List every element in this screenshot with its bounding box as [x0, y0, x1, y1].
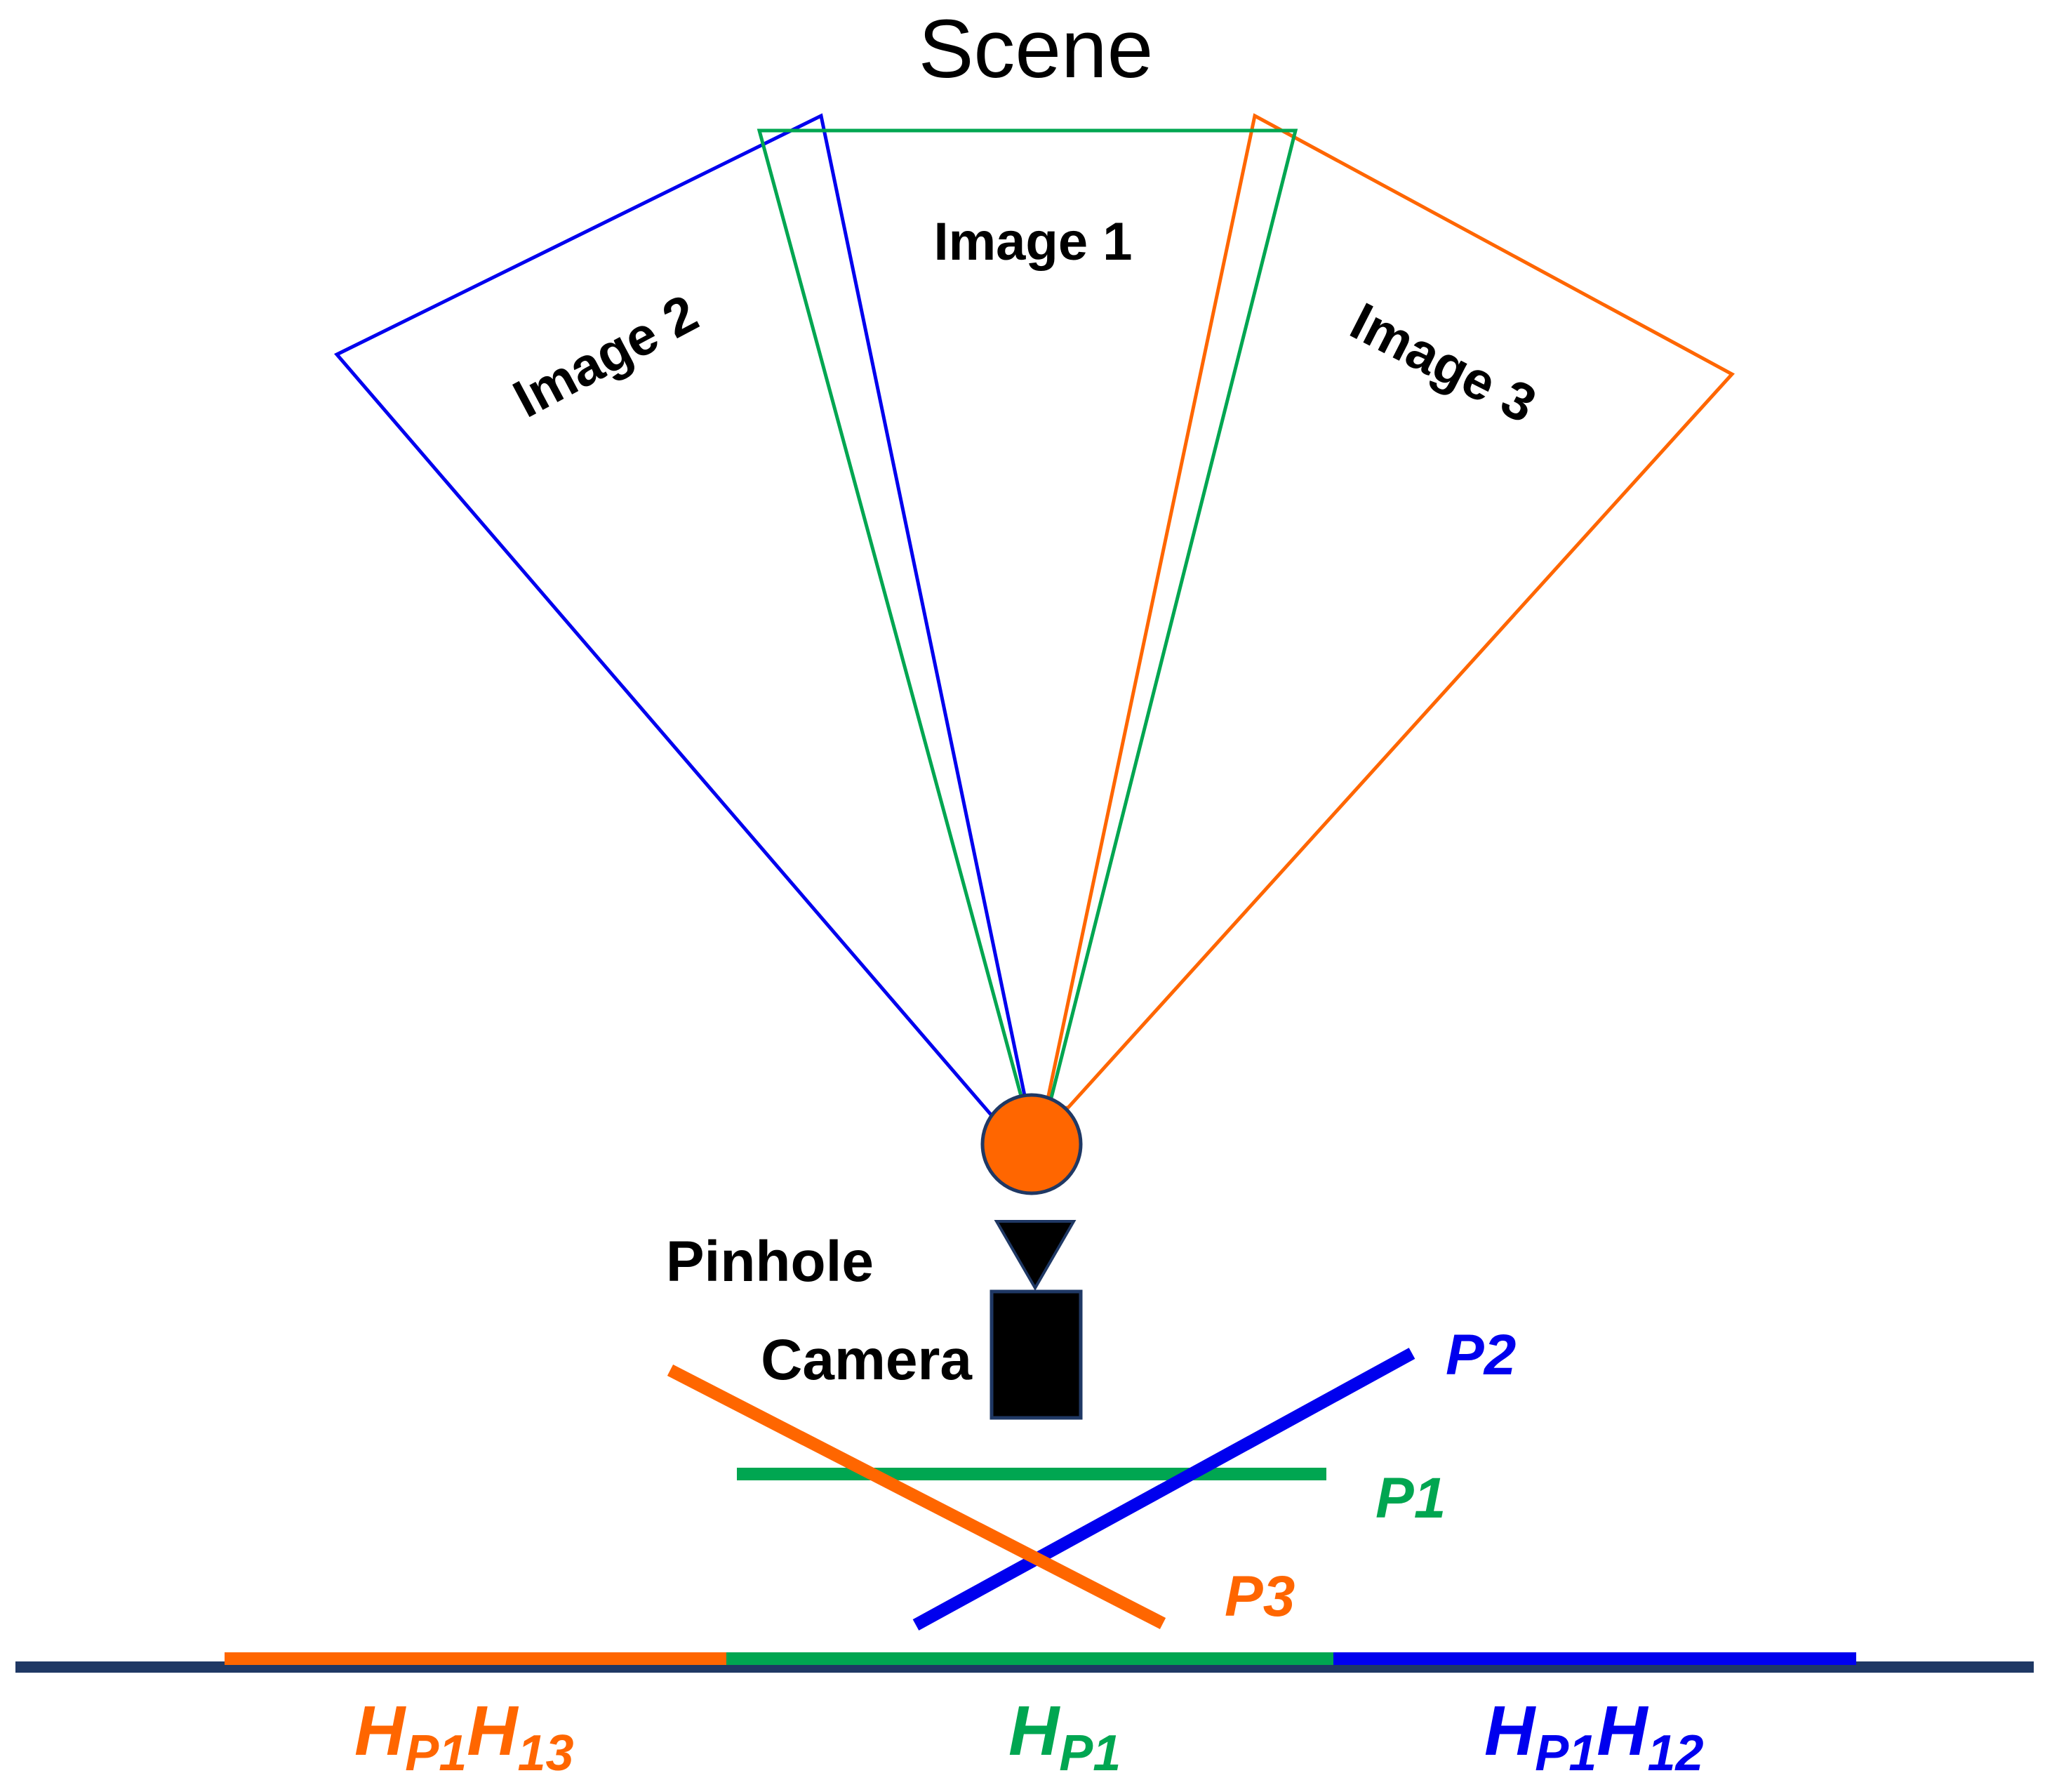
image3-label: Image 3: [1341, 291, 1545, 434]
scene-title: Scene: [919, 3, 1154, 95]
plane-p2-line: [912, 1348, 1415, 1631]
image2-label: Image 2: [504, 284, 707, 430]
plane-p1-label: P1: [1375, 1466, 1446, 1530]
image3-frustum: [1043, 113, 1735, 1111]
plane-p3-line: [667, 1364, 1166, 1630]
pinhole-circle: [980, 1093, 1083, 1195]
label-hp1: HP1: [1008, 1692, 1121, 1781]
pinhole-label: Pinhole: [666, 1230, 874, 1294]
label-hp1h12: HP1H12: [1484, 1692, 1704, 1781]
image1-label: Image 1: [933, 212, 1132, 272]
image1-frustum: [757, 128, 1298, 1111]
camera-label: Camera: [761, 1328, 973, 1392]
camera-body: [990, 1289, 1083, 1420]
label-hp1h13: HP1H13: [354, 1692, 574, 1781]
plane-p3-label: P3: [1225, 1565, 1295, 1628]
plane-p2-label: P2: [1446, 1323, 1516, 1387]
camera-lens-triangle: [994, 1220, 1077, 1291]
image2-frustum: [333, 113, 1030, 1117]
